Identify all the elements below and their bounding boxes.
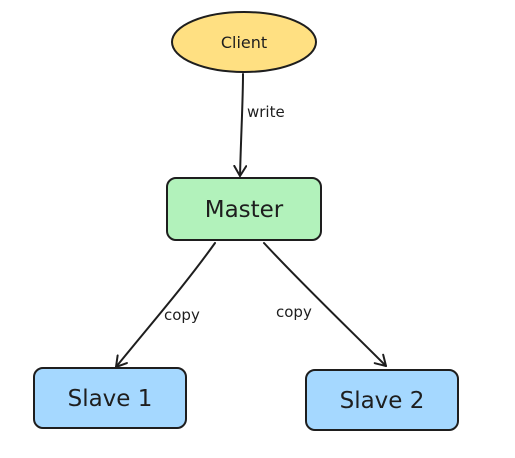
edge-client-to-master: write [233,73,285,177]
master-label: Master [205,197,284,223]
write-arrow [233,73,248,177]
node-client[interactable]: Client [171,11,317,73]
slave2-label: Slave 2 [340,388,425,414]
edge-master-to-slave2: copy [263,242,387,367]
client-label: Client [221,33,267,52]
slave1-label: Slave 1 [68,386,153,412]
master-box [166,177,322,241]
slave1-box [33,367,187,429]
node-slave2[interactable]: Slave 2 [305,369,459,431]
edge-master-to-slave1: copy [114,242,216,368]
copy-arrow-slave2 [263,242,387,367]
copy-arrow-slave1 [114,242,216,368]
edge-label-copy-slave2: copy [276,303,312,321]
edge-label-copy-slave1: copy [164,306,200,324]
edge-label-write: write [247,103,285,121]
node-master[interactable]: Master [166,177,322,241]
slave2-box [305,369,459,431]
client-ellipse [171,11,317,73]
node-slave1[interactable]: Slave 1 [33,367,187,429]
